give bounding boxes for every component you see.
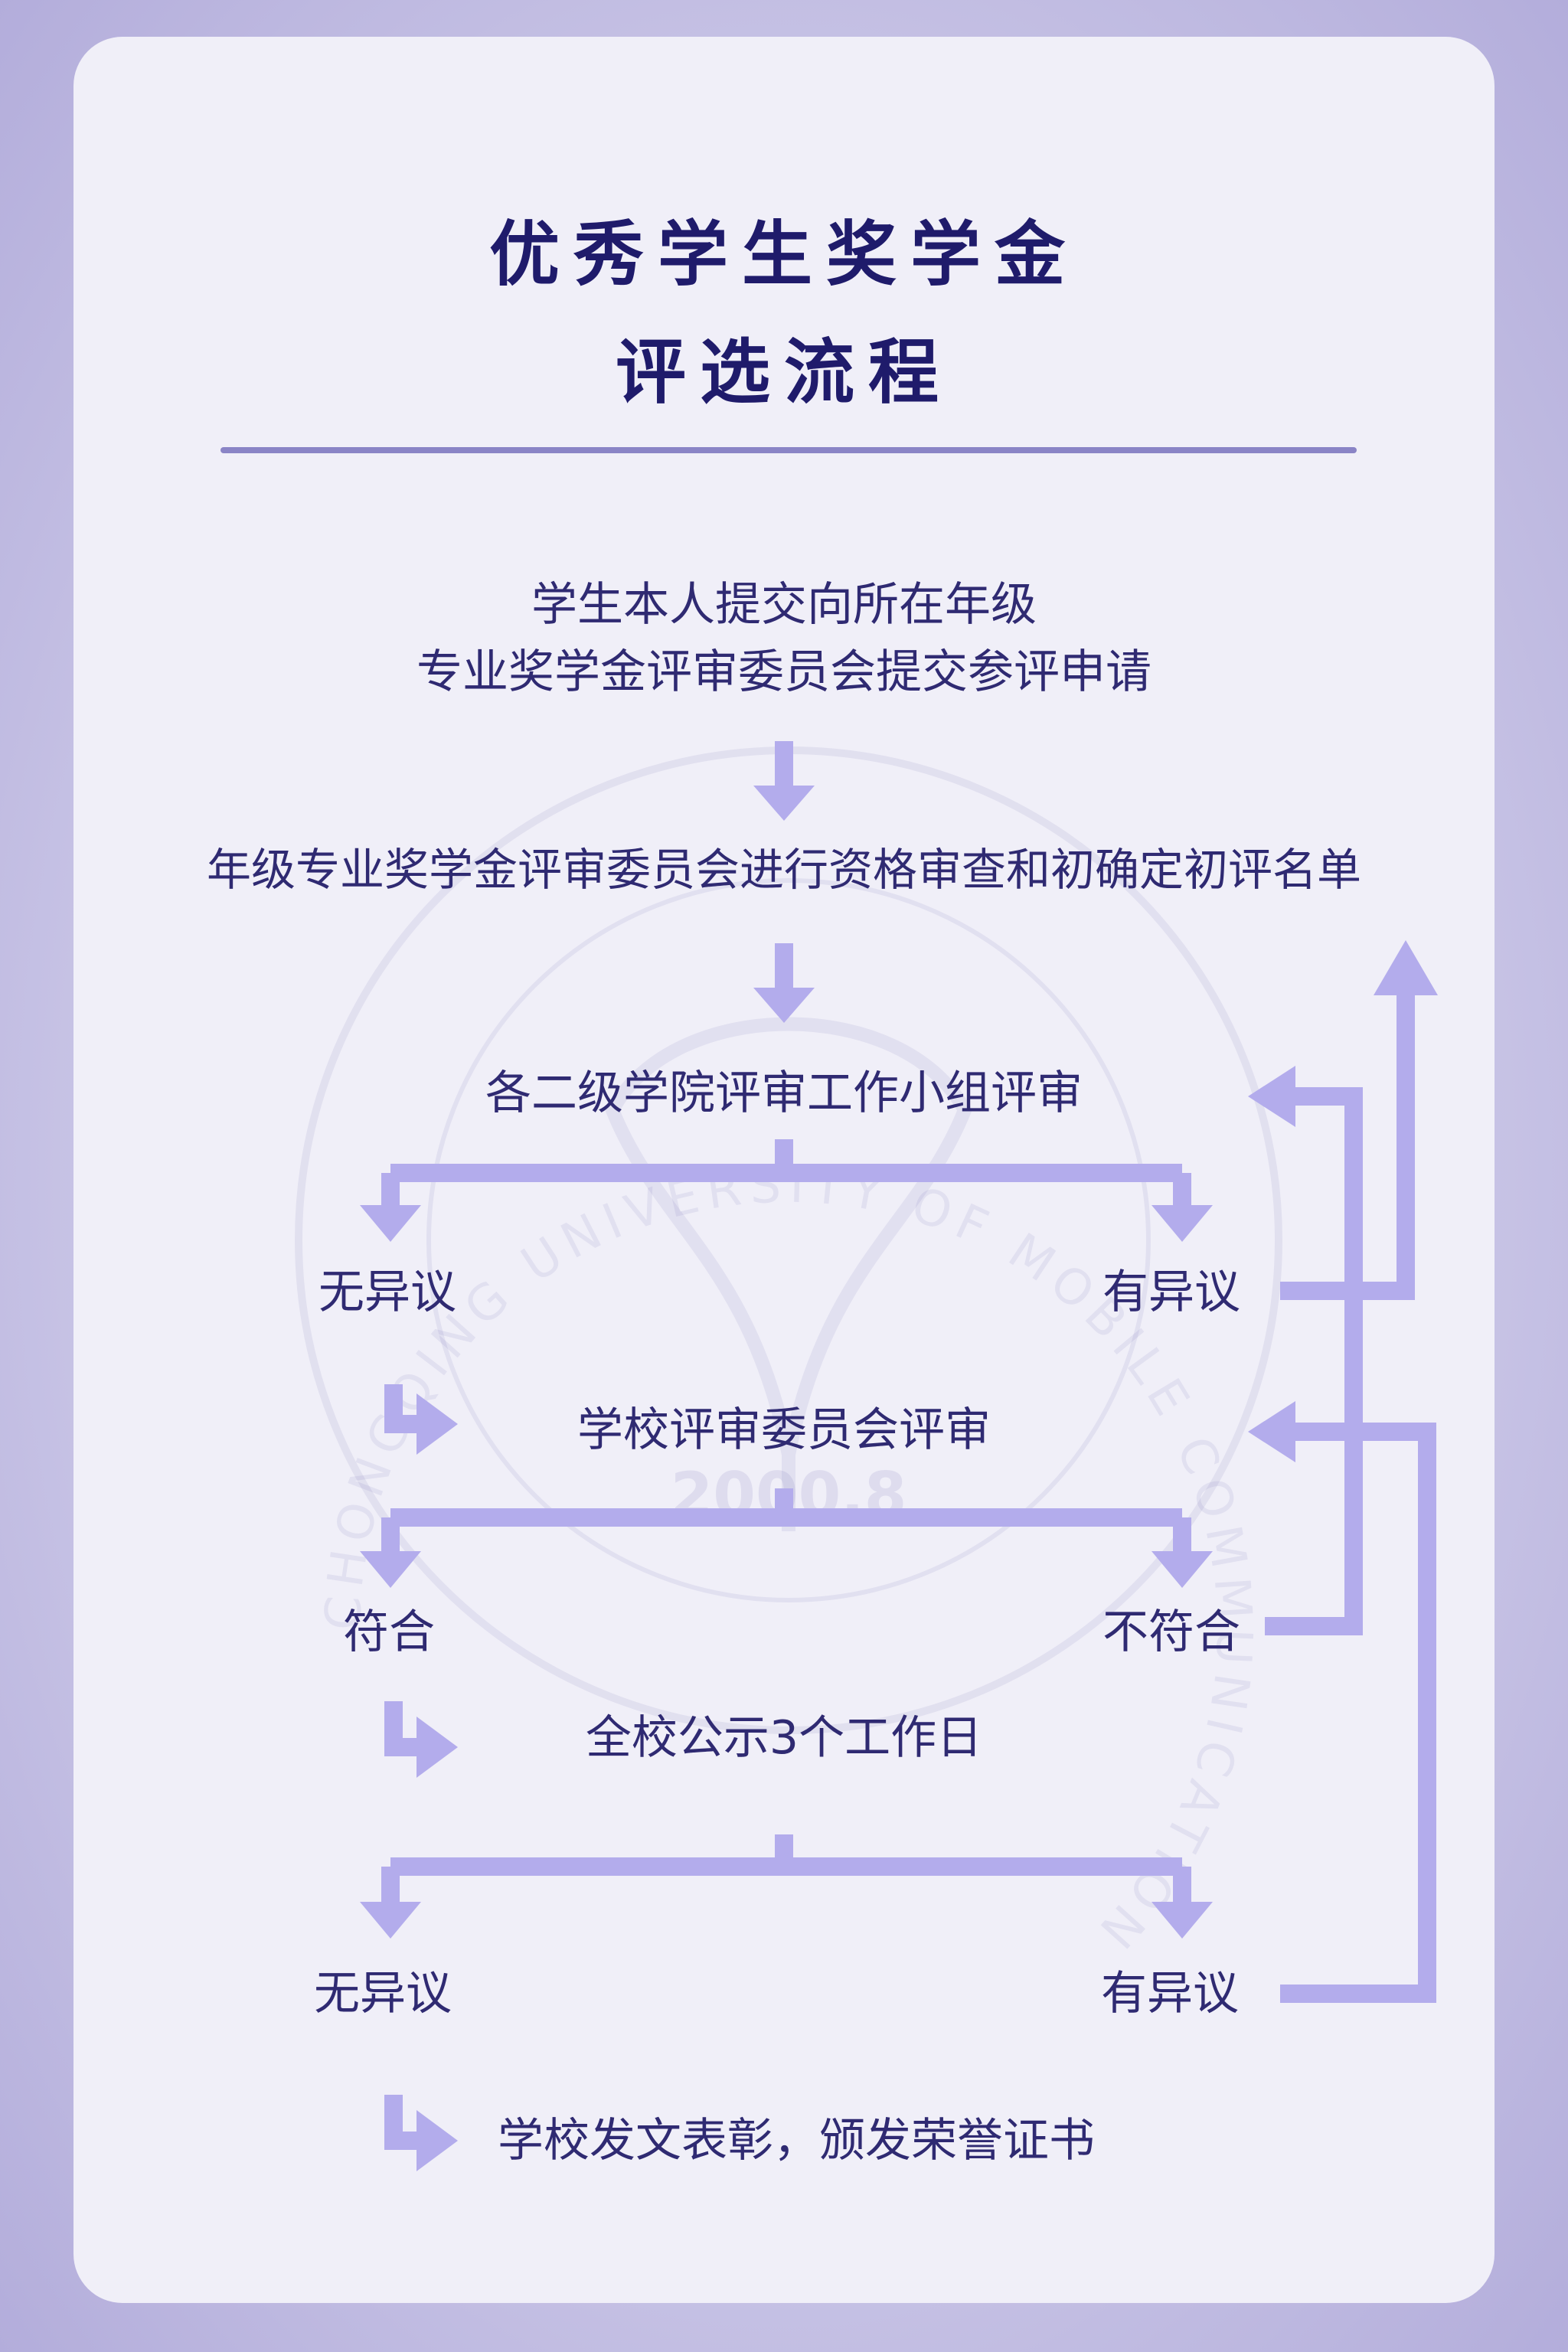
step6-text: 学校发文表彰，颁发荣誉证书	[498, 2114, 1095, 2167]
arrow-head-down-6	[1152, 1551, 1213, 1588]
l-arrow-3	[384, 2095, 420, 2150]
arrow-head-up-1	[1374, 940, 1438, 995]
page-title-line2: 评选流程	[615, 332, 952, 413]
l-arrow-1	[384, 1384, 420, 1433]
page-title-line1: 优秀学生奖学金	[488, 214, 1079, 296]
step3-text: 各二级学院评审工作小组评审	[485, 1067, 1083, 1120]
arrow-head-left-1	[1248, 1066, 1295, 1127]
arrow-head-right-1	[416, 1393, 458, 1455]
branch-1	[381, 1139, 1191, 1208]
step4-text: 学校评审委员会评审	[577, 1403, 991, 1457]
seal-emblem	[605, 1017, 972, 1456]
feedback-to-step4	[1280, 1423, 1436, 2003]
arrow-head-left-2	[1248, 1401, 1295, 1462]
step1-line2: 专业奖学金评审委员会提交参评申请	[416, 645, 1152, 699]
step4-right-outcome: 不符合	[1102, 1606, 1240, 1659]
title-divider	[220, 447, 1357, 453]
arrow-head-right-2	[416, 1717, 458, 1778]
arrow-head-down-7	[360, 1902, 421, 1939]
seal-inner-ring	[426, 878, 1151, 1602]
step5-text: 全校公示3个工作日	[585, 1711, 983, 1765]
arrow-head-down-1	[753, 786, 815, 821]
arrow-head-down-3	[360, 1205, 421, 1242]
arrow-head-right-3	[416, 2110, 458, 2171]
step1-line1: 学生本人提交向所在年级	[531, 578, 1037, 632]
step3-right-outcome: 有异议	[1102, 1266, 1240, 1319]
branch-2	[381, 1488, 1191, 1554]
arrow-head-down-2	[753, 988, 815, 1023]
step5-right-outcome: 有异议	[1101, 1967, 1239, 2020]
l-arrow-2	[384, 1701, 420, 1756]
step5-left-outcome: 无异议	[314, 1967, 452, 2020]
branch-3	[381, 1834, 1191, 1905]
feedback-to-step2	[1280, 992, 1415, 1300]
feedback-to-step3	[1265, 1087, 1363, 1635]
arrow-head-down-4	[1152, 1205, 1213, 1242]
step4-left-outcome: 符合	[343, 1606, 435, 1659]
step2-text: 年级专业奖学金评审委员会进行资格审查和初确定初评名单	[206, 844, 1361, 896]
arrow-head-down-8	[1152, 1902, 1213, 1939]
arrow-head-down-5	[360, 1551, 421, 1588]
step3-left-outcome: 无异议	[318, 1266, 456, 1319]
